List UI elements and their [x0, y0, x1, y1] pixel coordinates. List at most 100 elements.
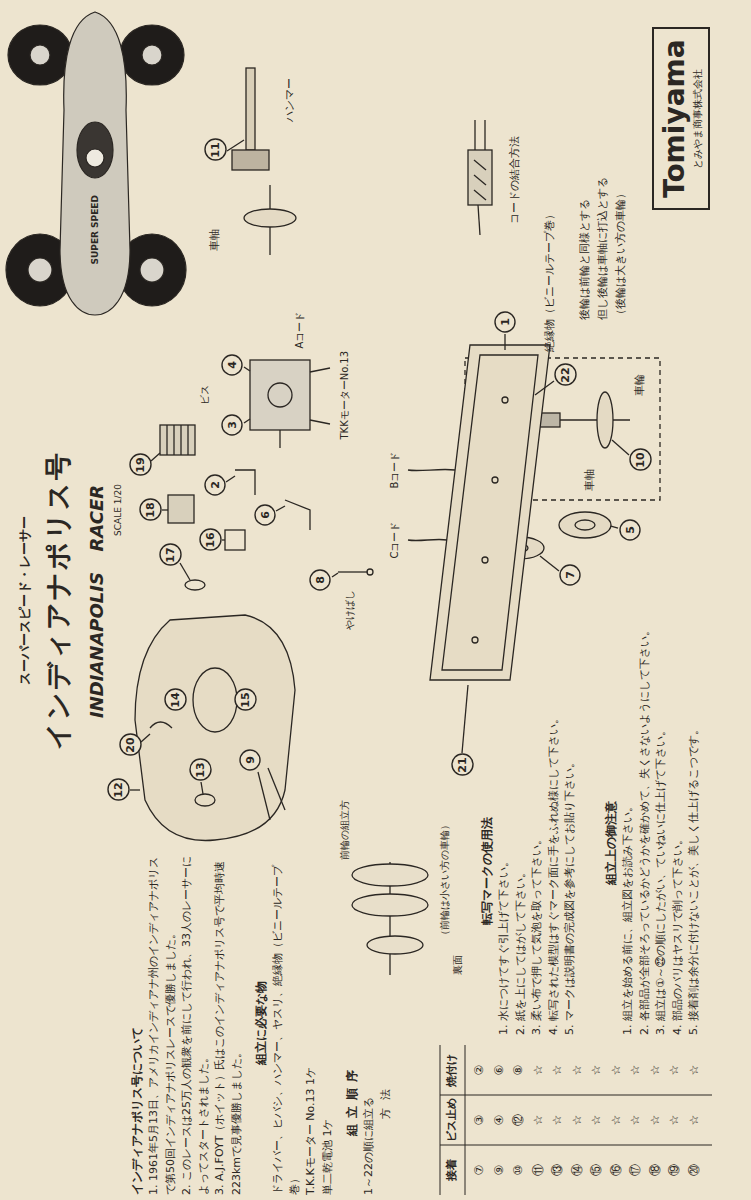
body-text: 1～22の順に組立る [361, 1005, 378, 1195]
table-cell: ⑧ [512, 1065, 526, 1076]
table-header: 接着 [446, 1159, 459, 1181]
text-block: 転写マークの使用法1. 水につけてすぐ引上げて下さい。2. 紙を上にしてはがして… [478, 690, 579, 1035]
table-cell: ☆ [532, 1115, 546, 1126]
table-rules [440, 1095, 712, 1096]
body-text: 2. このレースは25万人の観衆を前にして行われ、33人のレーサーによってスター… [179, 850, 212, 1195]
wire-label: Aコード [294, 312, 306, 349]
chassis [442, 355, 538, 670]
callout-number: 1 [494, 311, 516, 333]
body-shell [150, 722, 172, 728]
chassis [408, 539, 447, 540]
text-block: インディアナポリス号について1. 1961年5月13日、アメリカインディアナ州の… [128, 850, 245, 1195]
table-cell: ⑬ [551, 1164, 565, 1176]
motor-and-small-parts [222, 539, 225, 540]
front-wheel [352, 862, 428, 975]
chassis [504, 334, 505, 350]
motor-and-small-parts [235, 470, 255, 495]
body-shell [135, 615, 295, 841]
chassis [408, 469, 455, 470]
callout-circle [190, 760, 211, 781]
callout-number: 4 [227, 361, 238, 369]
motor-and-small-parts [367, 569, 373, 575]
part-label: 前輪の組立方 [339, 800, 351, 860]
table-cell: ☆ [649, 1115, 663, 1126]
car-marking: SUPER SPEED [90, 195, 100, 264]
callout-number: 15 [234, 689, 257, 712]
list-item: 5. 接着剤は余分に付けないことが、美しく仕上げるこつです。 [686, 595, 703, 1035]
subtitle: スーパースピード・レーサー [18, 516, 33, 685]
body-shell [193, 668, 237, 732]
chassis [430, 345, 550, 680]
hammer-and-front-axle [246, 68, 255, 150]
callout-number: 1 [500, 318, 511, 326]
chassis [492, 477, 498, 483]
maker-logo: Tomiyama [658, 39, 692, 198]
motor-and-small-parts [166, 425, 167, 455]
callout-number: 12 [113, 782, 124, 797]
car-photo [60, 12, 130, 315]
table-cell: ☆ [688, 1115, 702, 1126]
hammer-and-front-axle [227, 68, 296, 255]
table-cell: ⑮ [590, 1164, 604, 1176]
motor-and-small-parts [226, 476, 235, 482]
callout-number: 8 [315, 576, 326, 584]
table-cell: ☆ [629, 1115, 643, 1126]
title-latin: RACER [87, 485, 108, 552]
wire-label: Bコード [389, 452, 401, 489]
text-block: 組立上の御注意1. 組立を始める前に、組立図をお読み下さい。2. 各部品が全部そ… [602, 595, 703, 1035]
table-cell: ⑰ [629, 1164, 643, 1176]
table-cell: ☆ [668, 1115, 682, 1126]
table-cell: ⑪ [532, 1164, 546, 1176]
chassis [408, 334, 554, 753]
motor-and-small-parts [332, 573, 338, 577]
callout-number: 22 [560, 367, 571, 382]
callout-number: 20 [119, 734, 142, 757]
text-block: 組立順序1～22の順に組立る方法 [343, 1005, 394, 1195]
chassis [472, 637, 478, 643]
motor-and-small-parts [279, 430, 280, 448]
heading: 組立上の御注意 [602, 595, 620, 1035]
callout-number: 10 [635, 452, 646, 467]
table-cell: ☆ [551, 1065, 565, 1076]
heading: 転写マークの使用法 [478, 690, 496, 1035]
table-cell: ⑨ [493, 1165, 507, 1176]
table-cell: ☆ [629, 1065, 643, 1076]
table-cell: ⑭ [571, 1164, 585, 1176]
rear-axle [611, 526, 618, 528]
motor-and-small-parts [244, 367, 250, 371]
list-item: 4. 転写された模型はすぐマーク面に手をふれぬ様にして下さい。 [546, 690, 563, 1035]
motor-and-small-parts [310, 368, 330, 372]
hammer-and-front-axle [232, 150, 269, 170]
callout-circle [452, 755, 473, 776]
list-item: 2. 各部品が全部そろっているかどうかを確かめて、失くさないようにして下さい。 [637, 595, 654, 1035]
part-label: コードの結合方法 [509, 136, 522, 224]
car-photo [30, 45, 50, 65]
callout-circle [108, 780, 129, 801]
table-cell: ☆ [590, 1115, 604, 1126]
rear-axle [559, 512, 611, 538]
callout-number: 9 [239, 749, 261, 771]
body-shell [258, 772, 270, 820]
list-item: 1. 水につけてすぐ引上げて下さい。 [496, 690, 513, 1035]
body-shell [130, 615, 295, 841]
part-label: ハンマー [284, 78, 297, 122]
scale-note: SCALE 1/20 [113, 484, 123, 536]
title: インディアナポリス号 [43, 451, 74, 750]
callout-number: 21 [457, 757, 468, 772]
table-rules [440, 1045, 441, 1195]
callout-circle [255, 505, 275, 525]
wire-label: Cコード [389, 522, 401, 559]
hammer-and-front-axle [244, 209, 296, 227]
list-item: 2. 紙を上にしてはがして下さい。 [513, 690, 530, 1035]
note-text: 後輪は前輪と同様とする [579, 199, 592, 320]
motor-and-small-parts [310, 420, 330, 424]
callout-number: 7 [559, 564, 581, 586]
table-cell: ☆ [610, 1065, 624, 1076]
motor-and-small-parts [244, 419, 250, 423]
callout-number: 18 [139, 499, 162, 522]
motor-and-small-parts [185, 580, 205, 590]
chassis [535, 381, 554, 395]
table-cell: ⑫ [512, 1114, 526, 1126]
